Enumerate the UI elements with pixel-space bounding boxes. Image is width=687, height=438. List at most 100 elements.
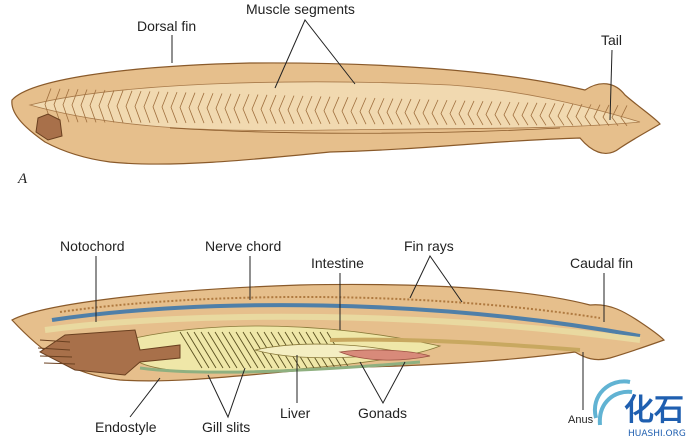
muscle-segment [341,97,349,125]
muscle-segment [134,90,142,123]
muscle-segment [107,90,115,123]
muscle-segment [224,93,232,124]
watermark-subtext: HUASHI.ORG [628,429,686,438]
muscle-segment [386,98,394,125]
muscle-segment [467,100,475,126]
muscle-segment [431,99,439,125]
label-caudal-fin: Caudal fin [570,255,633,271]
muscle-segment [503,101,511,126]
muscle-segment [260,94,268,124]
muscle-segment [143,91,151,123]
muscle-segment [422,99,430,125]
muscle-segment [413,99,421,125]
label-gonads: Gonads [358,405,407,421]
muscle-segment [242,94,250,124]
watermark-text: 化石 [624,393,684,428]
label-muscle-segments: Muscle segments [246,1,355,17]
muscle-segment [593,104,601,126]
gill-bar [214,331,238,369]
muscle-segment [98,89,106,123]
label-anus: Anus [568,414,594,426]
label-intestine: Intestine [311,255,364,271]
muscle-segment [314,96,322,125]
muscle-segment [116,90,124,123]
muscle-segment [548,103,556,126]
oral-cirri-a [35,113,63,141]
muscle-segment [575,103,583,126]
muscle-segment [557,103,565,126]
muscle-segment [188,92,196,124]
gill-bar [193,331,217,369]
gill-bar [200,331,224,369]
nerve-chord [51,303,641,338]
muscle-segment [620,105,628,127]
muscle-segment [539,102,547,126]
muscle-segment [296,95,304,124]
gill-bar [228,331,252,369]
muscle-segment [71,89,79,123]
oral-cirri-b [37,339,76,365]
muscle-segment [602,104,610,126]
muscle-segment [485,101,493,126]
muscle-segment [161,91,169,124]
notochord [44,313,641,343]
gill-bar [221,331,245,369]
label-tail: Tail [601,32,622,48]
muscle-segment [332,96,340,125]
muscle-segment [215,93,223,124]
gill-bar [186,331,210,369]
muscle-segment [611,104,619,127]
watermark-swirl-icon [592,379,633,426]
label-fin-rays: Fin rays [404,238,454,254]
label-liver: Liver [280,405,311,421]
muscle-segment [323,96,331,125]
muscle-segment [125,90,133,123]
muscle-segment [179,92,187,124]
muscle-segment [404,98,412,125]
muscle-segment [494,101,502,126]
amphioxus-internal-view [11,283,666,382]
muscle-segment [377,98,385,125]
muscle-segment [395,98,403,125]
muscle-segments [44,88,628,127]
muscle-segment [170,92,178,124]
muscle-segment [233,93,241,124]
panel-label-a: A [17,171,28,187]
amphioxus-external-view [11,62,661,165]
muscle-segment [251,94,259,124]
muscle-segment [89,89,97,123]
gill-bar [242,331,266,369]
endostyle [139,360,421,374]
muscle-segment [566,103,574,126]
gill-bar [235,331,259,369]
label-endostyle: Endostyle [95,419,157,435]
muscle-segment [458,100,466,126]
muscle-segment [287,95,295,124]
gill-bar [207,331,231,369]
muscle-segment [530,102,538,126]
label-dorsal-fin: Dorsal fin [137,18,196,34]
muscle-segment [62,88,70,123]
label-nerve-chord: Nerve chord [205,238,281,254]
muscle-segment [368,97,376,125]
muscle-segment [53,88,61,123]
muscle-segment [197,92,205,124]
muscle-segment [359,97,367,125]
muscle-segment [449,100,457,125]
muscle-segment [278,95,286,124]
muscle-segment [350,97,358,125]
intestine-outline-a [169,127,561,134]
muscle-segment [512,102,520,126]
muscle-segment [269,94,277,124]
muscle-segment [206,93,214,124]
watermark-logo: 化石 HUASHI.ORG [592,379,686,438]
gonads [338,349,431,361]
intestine [329,337,581,352]
label-gill-slits: Gill slits [202,419,250,435]
muscle-segment [80,89,88,123]
muscle-segment [152,91,160,123]
muscle-segment [305,95,313,124]
gill-bar [179,331,203,369]
